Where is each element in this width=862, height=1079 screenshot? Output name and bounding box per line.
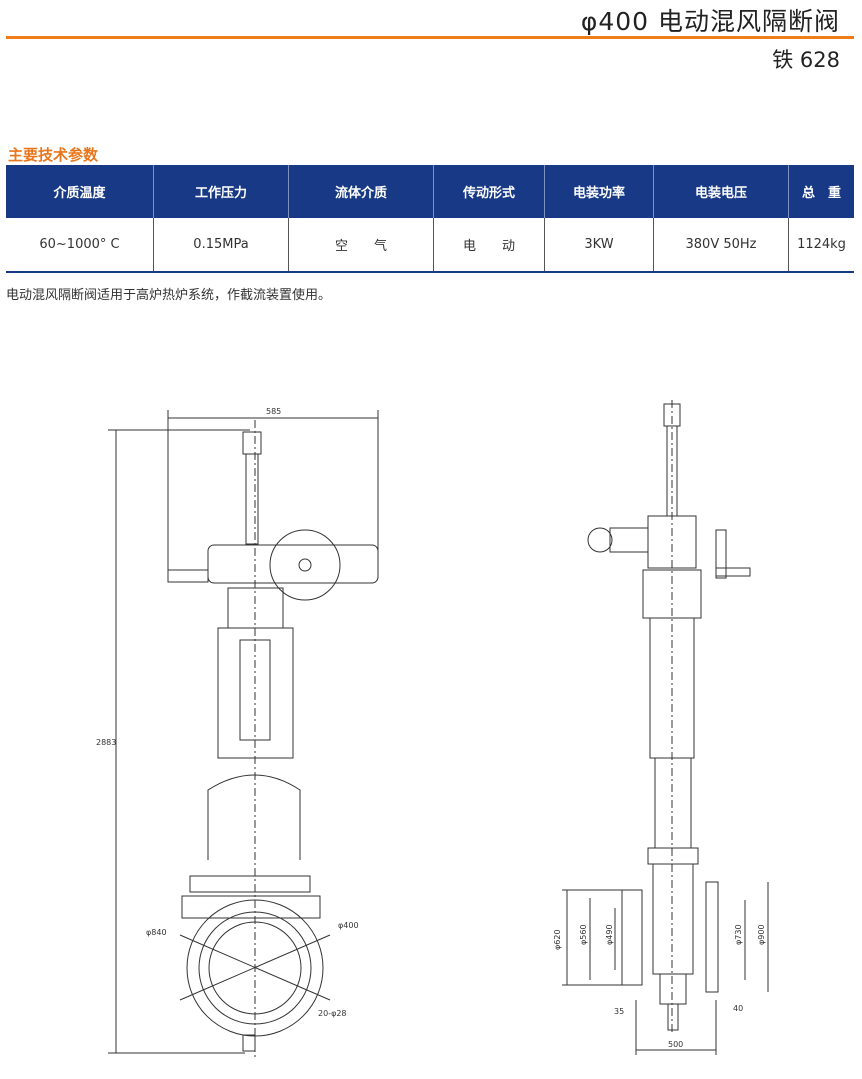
dim-height: 2883 [96,738,116,747]
dim-490: φ490 [605,924,614,945]
cell: 1124kg [788,218,854,273]
dim-40: 40 [733,1004,743,1013]
section-title: 主要技术参数 [8,146,99,164]
cell: 380V 50Hz [653,218,789,273]
dim-560: φ560 [579,924,588,945]
col-header: 工作压力 [153,165,289,218]
dim-730: φ730 [734,924,743,945]
title-divider [6,36,854,39]
dim-500: 500 [668,1040,683,1049]
dim-900: φ900 [757,924,766,945]
cell: 空 气 [288,218,434,273]
table-header-row: 介质温度 工作压力 流体介质 传动形式 电装功率 电装电压 总 重 [6,165,854,218]
dim-width: 585 [266,407,281,416]
front-view [108,410,379,1060]
product-code: 铁 628 [772,48,840,72]
col-header: 流体介质 [288,165,434,218]
dim-35: 35 [614,1007,624,1016]
table-row: 60~1000° C 0.15MPa 空 气 电 动 3KW 380V 50Hz… [6,218,854,273]
dim-bolts: 20-φ28 [318,1009,347,1018]
dim-620: φ620 [553,929,562,950]
cell: 3KW [544,218,654,273]
cell: 0.15MPa [153,218,289,273]
col-header: 传动形式 [433,165,545,218]
cell: 电 动 [433,218,545,273]
col-header: 电装功率 [544,165,654,218]
col-header: 介质温度 [6,165,154,218]
dim-inner-dia: φ400 [338,921,359,930]
page-title: φ400 电动混风隔断阀 [580,7,840,36]
spec-table: 介质温度 工作压力 流体介质 传动形式 电装功率 电装电压 总 重 60~100… [6,165,854,273]
cell: 60~1000° C [6,218,154,273]
col-header: 电装电压 [653,165,789,218]
side-view [562,400,769,1055]
description: 电动混风隔断阀适用于高炉热炉系统，作截流装置使用。 [6,288,332,303]
col-header: 总 重 [788,165,854,218]
dim-outer-dia: φ840 [146,928,167,937]
